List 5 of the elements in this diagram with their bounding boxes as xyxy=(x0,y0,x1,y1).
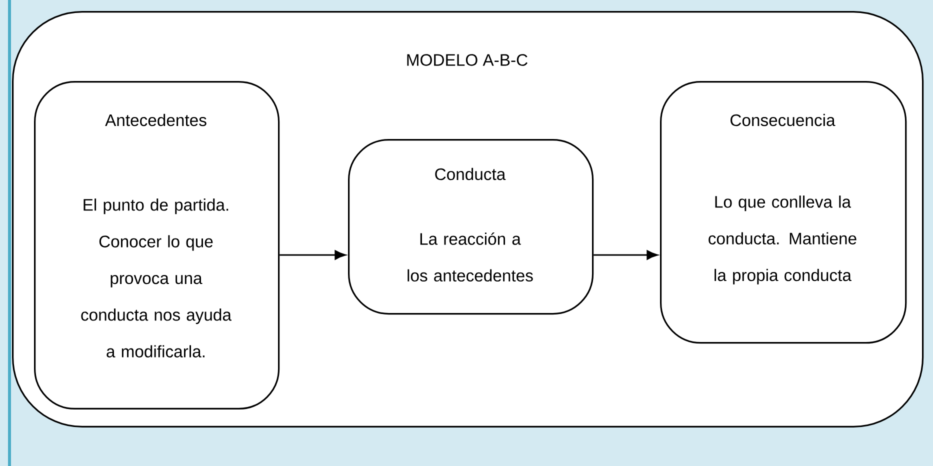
arrow xyxy=(280,250,346,260)
rounded-box: Conducta La reacción a los antecedentes xyxy=(348,139,594,315)
arrow xyxy=(594,250,658,260)
rounded-box: Antecedentes El punto de partida. Conocer lo que provoca una conducta nos ayuda a modificarla. xyxy=(34,81,280,410)
rounded-box: Consecuencia Lo que conlleva la conducta. Mantiene la propia conducta xyxy=(660,81,907,344)
